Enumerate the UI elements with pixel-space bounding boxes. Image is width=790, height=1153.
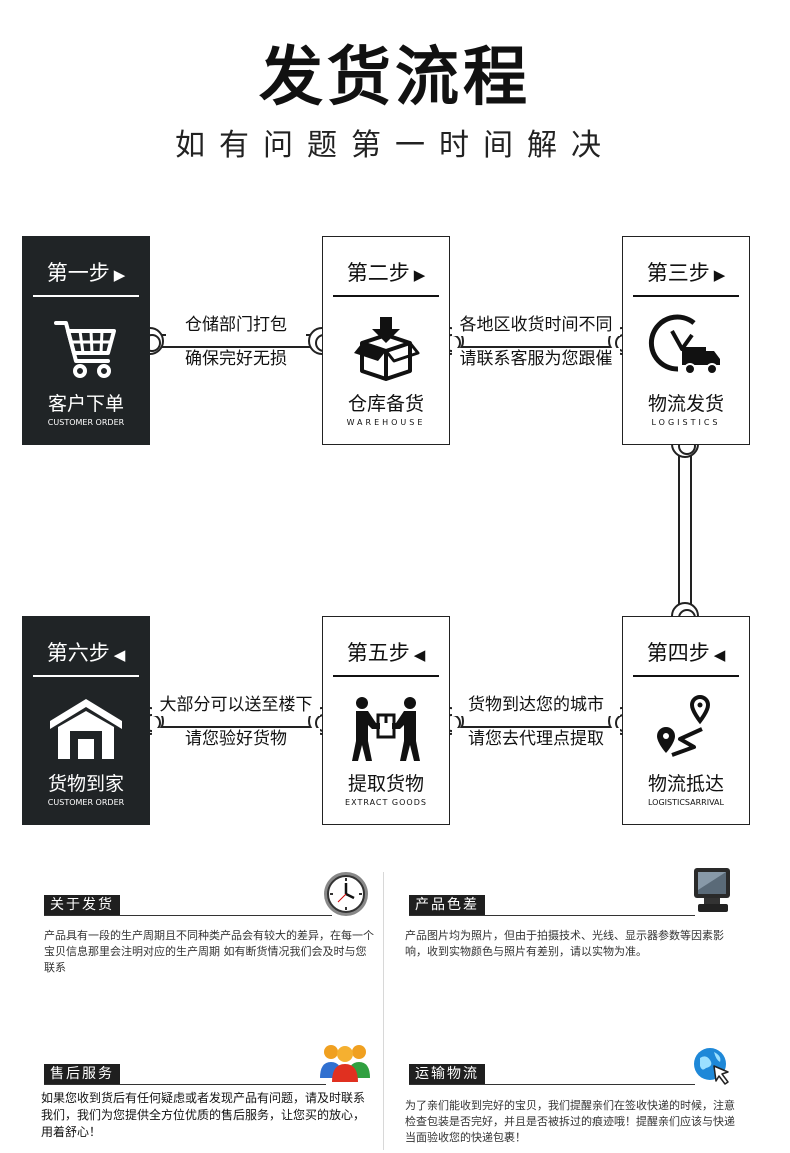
info-4-rule (409, 1084, 695, 1085)
step-6-en: CUSTOMER ORDER (47, 798, 125, 807)
step-4-card: 第四步◀ 物流抵达 LOGISTICSARRIVAL (622, 616, 750, 825)
connector-bar-1 (150, 334, 322, 348)
step-1-en: CUSTOMER ORDER (47, 418, 125, 427)
people-group-icon (320, 1040, 370, 1086)
route-pin-icon (623, 693, 749, 765)
package-box-icon (323, 313, 449, 385)
step-2-en: WAREHOUSE (346, 418, 426, 427)
step-6-name: 货物到家 (47, 773, 124, 795)
info-1-rule (44, 915, 332, 916)
step-3-card: 第三步▶ 物流发货 LOGISTICS (622, 236, 750, 445)
info-2-text: 产品图片均为照片，但由于拍摄技术、光线、显示器参数等因素影响，收到实物颜色与照片… (405, 929, 724, 958)
delivery-truck-icon (623, 313, 749, 385)
info-1-title: 关于发货 (44, 895, 120, 916)
info-4-title: 运输物流 (409, 1064, 485, 1085)
arrow-right-icon: ▶ (413, 266, 426, 284)
info-3-title: 售后服务 (44, 1064, 120, 1085)
info-4-text: 为了亲们能收到完好的宝贝，我们提醒亲们在签收快递的时候，注意检查包装是否完好，并… (405, 1099, 735, 1144)
connector-vertical (678, 444, 692, 616)
step-6-label: 第六步 (46, 641, 110, 665)
step-2-name: 仓库备货 (347, 393, 424, 415)
step-rule (633, 675, 739, 677)
step-3-en: LOGISTICS (651, 418, 721, 427)
info-3-rule (44, 1084, 326, 1085)
step-rule (633, 295, 739, 297)
step-1-label: 第一步 (46, 261, 110, 285)
connector-3-line1: 货物到达您的城市 (452, 694, 620, 716)
step-rule (333, 295, 439, 297)
info-2-title: 产品色差 (409, 895, 485, 916)
carrying-people-icon (323, 693, 449, 765)
connector-4-line1: 大部分可以送至楼下 (152, 694, 320, 716)
section-divider (383, 872, 384, 1150)
arrow-left-icon: ◀ (113, 646, 126, 664)
connector-2-line1: 各地区收货时间不同 (452, 314, 620, 336)
home-garage-icon (23, 693, 149, 765)
step-rule (33, 675, 139, 677)
connector-2-line2: 请联系客服为您跟催 (452, 348, 620, 370)
info-2-rule (409, 915, 695, 916)
step-3-label: 第三步 (646, 261, 710, 285)
step-rule (33, 295, 139, 297)
connector-1-line1: 仓储部门打包 (166, 314, 306, 336)
arrow-left-icon: ◀ (413, 646, 426, 664)
clock-icon (322, 870, 370, 922)
step-5-en: EXTRACT GOODS (345, 798, 427, 807)
step-rule (333, 675, 439, 677)
info-1-text: 产品具有一段的生产周期且不同种类产品会有较大的差异，在每一个宝贝信息那里会注明对… (44, 929, 374, 974)
page-subtitle: 如有问题第一时间解决 (175, 128, 615, 163)
arrow-right-icon: ▶ (713, 266, 726, 284)
info-3-text: 如果您收到货后有任何疑虑或者发现产品有问题，请及时联系我们，我们为您提供全方位优… (41, 1091, 366, 1139)
step-1-name: 客户下单 (47, 393, 124, 415)
step-2-card: 第二步▶ 仓库备货 WAREHOUSE (322, 236, 450, 445)
step-5-label: 第五步 (346, 641, 410, 665)
globe-cursor-icon (692, 1046, 732, 1090)
connector-bar-2 (450, 334, 622, 348)
step-4-label: 第四步 (646, 641, 710, 665)
connector-4-line2: 请您验好货物 (152, 728, 320, 750)
arrow-right-icon: ▶ (113, 266, 126, 284)
connector-1-line2: 确保完好无损 (166, 348, 306, 370)
arrow-left-icon: ◀ (713, 646, 726, 664)
step-4-en: LOGISTICSARRIVAL (647, 798, 724, 807)
step-3-name: 物流发货 (647, 393, 724, 415)
step-5-name: 提取货物 (347, 773, 424, 795)
shopping-cart-icon (23, 313, 149, 385)
page-title: 发货流程 (259, 41, 531, 115)
step-2-label: 第二步 (346, 261, 410, 285)
step-4-name: 物流抵达 (647, 773, 724, 795)
connector-3-line2: 请您去代理点提取 (452, 728, 620, 750)
step-1-card: 第一步▶ 客户下单 CUSTOMER ORDER (22, 236, 150, 445)
connector-bar-4 (150, 714, 322, 728)
monitor-icon (690, 866, 734, 920)
step-5-card: 第五步◀ 提取货物 EXTRACT GOODS (322, 616, 450, 825)
step-6-card: 第六步◀ 货物到家 CUSTOMER ORDER (22, 616, 150, 825)
connector-bar-3 (450, 714, 622, 728)
